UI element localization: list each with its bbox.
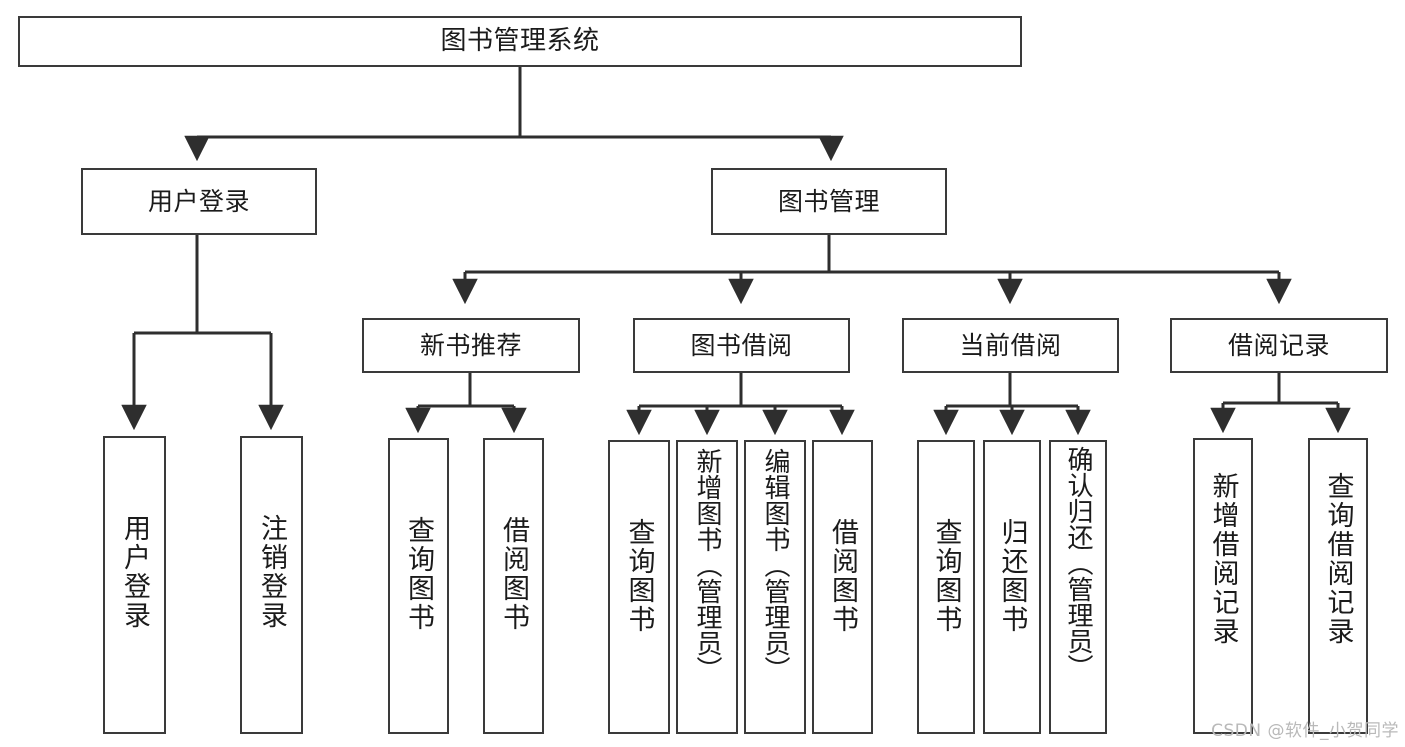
leaf-user-login[interactable]: 用户登录: [103, 436, 166, 734]
leaf-logout[interactable]: 注销登录: [240, 436, 303, 734]
node-label: 查询图书: [623, 518, 655, 634]
node-borrow-record[interactable]: 借阅记录: [1170, 318, 1388, 373]
leaf-edit-book-admin[interactable]: 编辑图书（管理员）: [744, 440, 806, 734]
node-label: 当前借阅: [959, 331, 1062, 360]
node-label: 确认归还（管理员）: [1063, 446, 1093, 680]
leaf-borrow-book-new[interactable]: 借阅图书: [483, 438, 544, 734]
node-label: 查询借阅记录: [1322, 472, 1354, 646]
node-label: 查询图书: [403, 516, 434, 632]
leaf-add-book-admin[interactable]: 新增图书（管理员）: [676, 440, 738, 734]
node-book-management[interactable]: 图书管理: [711, 168, 947, 235]
node-label: 新书推荐: [419, 331, 522, 360]
node-book-borrowing[interactable]: 图书借阅: [633, 318, 850, 373]
leaf-query-book-borrow[interactable]: 查询图书: [608, 440, 670, 734]
node-label: 编辑图书（管理员）: [760, 448, 790, 682]
node-label: 用户登录: [119, 514, 150, 630]
node-label: 图书管理系统: [440, 26, 600, 57]
leaf-borrow-book[interactable]: 借阅图书: [812, 440, 873, 734]
node-new-book-recommendation[interactable]: 新书推荐: [362, 318, 580, 373]
leaf-query-borrow-record[interactable]: 查询借阅记录: [1308, 438, 1368, 734]
node-label: 借阅图书: [498, 516, 529, 632]
leaf-confirm-return-admin[interactable]: 确认归还（管理员）: [1049, 440, 1107, 734]
node-label: 图书管理: [777, 187, 880, 216]
node-label: 借阅记录: [1227, 331, 1330, 360]
node-label: 借阅图书: [827, 518, 858, 634]
node-label: 归还图书: [996, 518, 1028, 634]
node-root-book-management-system[interactable]: 图书管理系统: [18, 16, 1022, 67]
node-label: 图书借阅: [690, 331, 793, 360]
leaf-return-book[interactable]: 归还图书: [983, 440, 1041, 734]
leaf-add-borrow-record[interactable]: 新增借阅记录: [1193, 438, 1253, 734]
node-label: 查询图书: [930, 518, 962, 634]
csdn-watermark: CSDN @软件_小贺同学: [1211, 721, 1399, 741]
node-label: 新增图书（管理员）: [692, 448, 722, 682]
node-user-login[interactable]: 用户登录: [81, 168, 317, 235]
leaf-query-book-new[interactable]: 查询图书: [388, 438, 449, 734]
node-label: 新增借阅记录: [1207, 472, 1239, 646]
leaf-query-book-current[interactable]: 查询图书: [917, 440, 975, 734]
node-current-borrowing[interactable]: 当前借阅: [902, 318, 1119, 373]
node-label: 用户登录: [147, 187, 250, 216]
node-label: 注销登录: [256, 514, 287, 630]
